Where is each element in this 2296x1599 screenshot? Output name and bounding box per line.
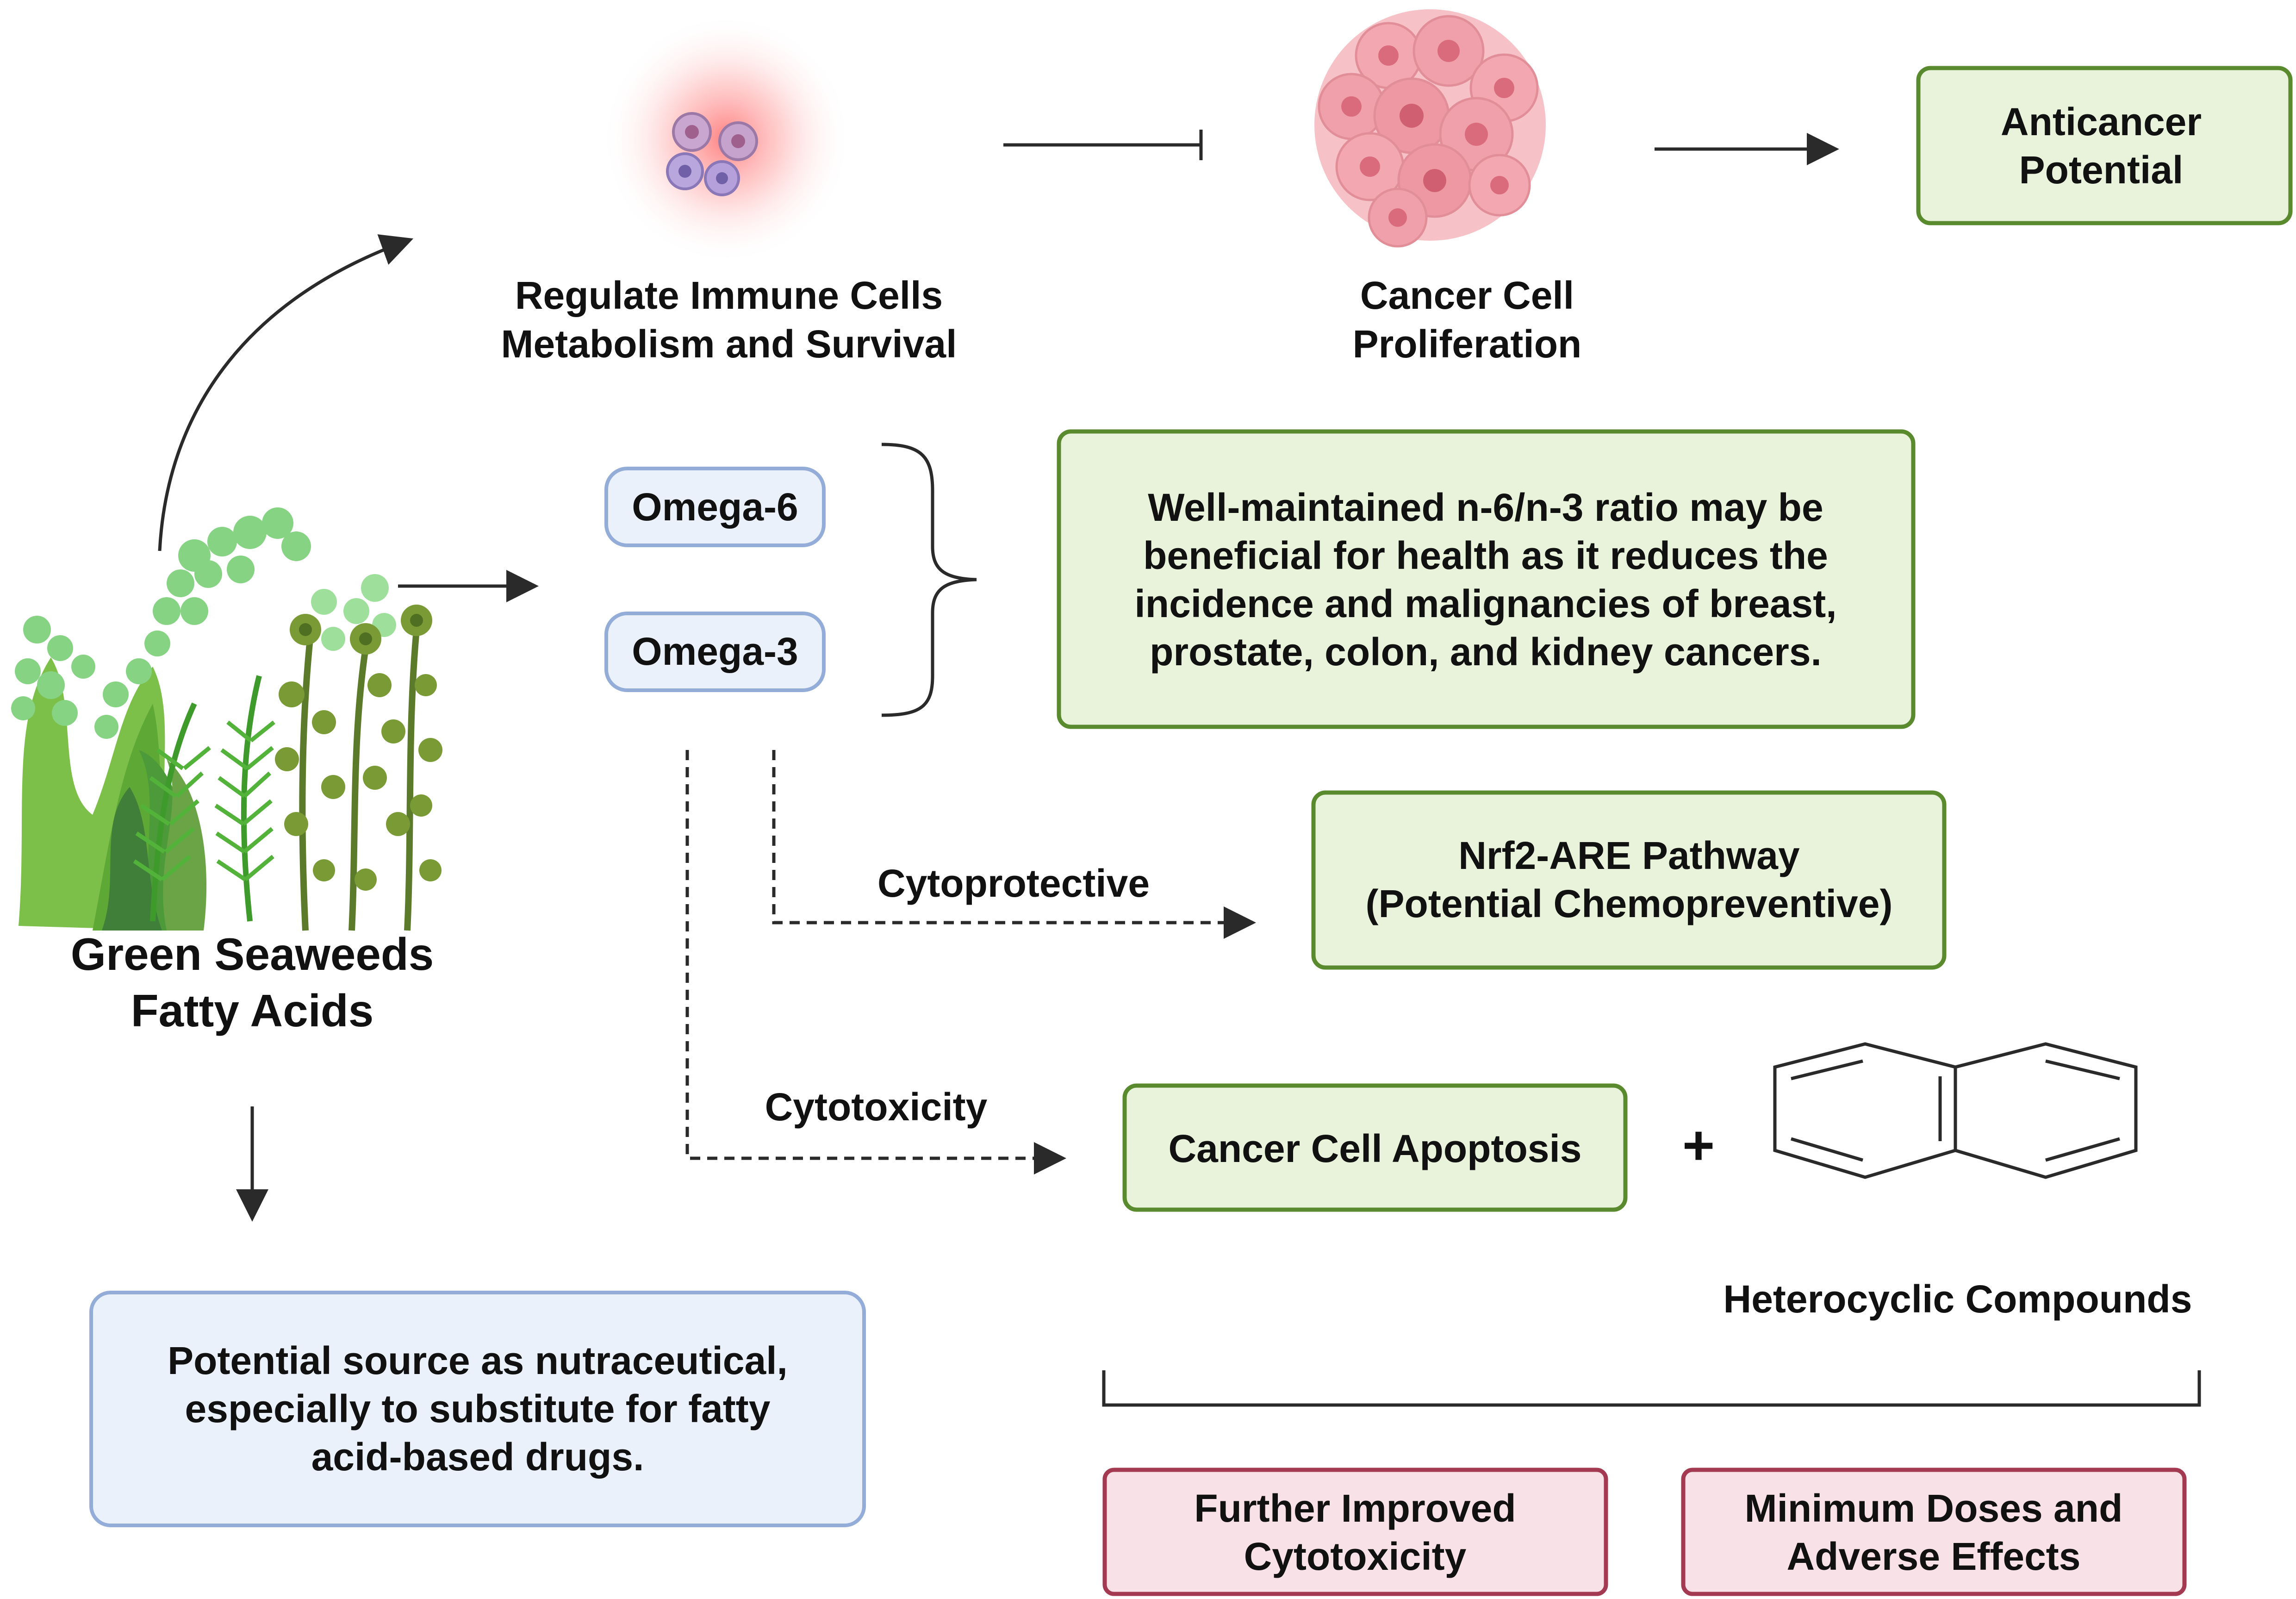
cancer-cell-cluster-icon xyxy=(1314,9,1546,248)
connectors xyxy=(158,130,2201,1407)
immune-label-line1: Regulate Immune Cells xyxy=(515,274,943,317)
omega6-box xyxy=(604,467,826,547)
curved-arrow-to-immune xyxy=(158,234,414,551)
nrf2-label-line1: Nrf2-ARE Pathway xyxy=(1458,834,1800,877)
immune-cells-icon xyxy=(602,14,852,264)
nutraceutical-text-line1: Potential source as nutraceutical, xyxy=(168,1339,788,1382)
nutraceutical-text-line3: acid-based drugs. xyxy=(311,1435,644,1479)
apoptosis-box xyxy=(1122,1083,1628,1212)
immune-label-line2: Metabolism and Survival xyxy=(501,322,957,366)
nrf2-box xyxy=(1311,790,1947,970)
ratio-text-line4: prostate, colon, and kidney cancers. xyxy=(1150,630,1822,674)
omega3-label: Omega-3 xyxy=(632,630,798,673)
anticancer-box xyxy=(1916,66,2293,225)
plus-sign: + xyxy=(1682,1114,1715,1176)
anticancer-label-line1: Anticancer xyxy=(2001,100,2202,144)
dashed-arrow-cytotoxicity xyxy=(685,750,1066,1174)
ratio-text-line1: Well-maintained n-6/n-3 ratio may be xyxy=(1148,486,1823,529)
naphthalene-structure-icon xyxy=(1773,1042,2138,1179)
cytoprotective-label: Cytoprotective xyxy=(877,862,1150,905)
cancer-prolif-label-line1: Cancer Cell xyxy=(1360,274,1574,317)
nutraceutical-text-line2: especially to substitute for fatty xyxy=(185,1387,771,1430)
omega3-box xyxy=(604,612,826,692)
dashed-arrow-cytoprotective xyxy=(772,750,1256,939)
nutraceutical-box xyxy=(89,1291,866,1527)
further-cytotoxicity-line1: Further Improved xyxy=(1194,1487,1516,1530)
minimum-doses-line2: Adverse Effects xyxy=(1787,1535,2081,1578)
minimum-doses-box xyxy=(1681,1468,2187,1596)
apoptosis-label: Cancer Cell Apoptosis xyxy=(1168,1127,1581,1170)
ratio-text-line3: incidence and malignancies of breast, xyxy=(1134,582,1836,625)
further-cytotoxicity-box xyxy=(1102,1468,1608,1596)
seaweed-label-line2: Fatty Acids xyxy=(131,985,374,1036)
bottom-bracket xyxy=(1102,1370,2201,1407)
ratio-text-line2: beneficial for health as it reduces the xyxy=(1143,534,1828,577)
cytotoxicity-label: Cytotoxicity xyxy=(765,1085,988,1129)
heterocyclic-label: Heterocyclic Compounds xyxy=(1724,1277,2192,1321)
omega6-label: Omega-6 xyxy=(632,485,798,529)
anticancer-label-line2: Potential xyxy=(2019,148,2184,192)
cancer-prolif-label-line2: Proliferation xyxy=(1353,322,1582,366)
green-seaweed-icon xyxy=(11,507,442,931)
seaweed-label-line1: Green Seaweeds xyxy=(71,929,434,980)
ratio-box xyxy=(1057,429,1916,729)
nrf2-label-line2: (Potential Chemopreventive) xyxy=(1366,882,1893,925)
curly-brace xyxy=(881,443,977,717)
minimum-doses-line1: Minimum Doses and xyxy=(1745,1487,2123,1530)
further-cytotoxicity-line2: Cytotoxicity xyxy=(1244,1535,1467,1578)
